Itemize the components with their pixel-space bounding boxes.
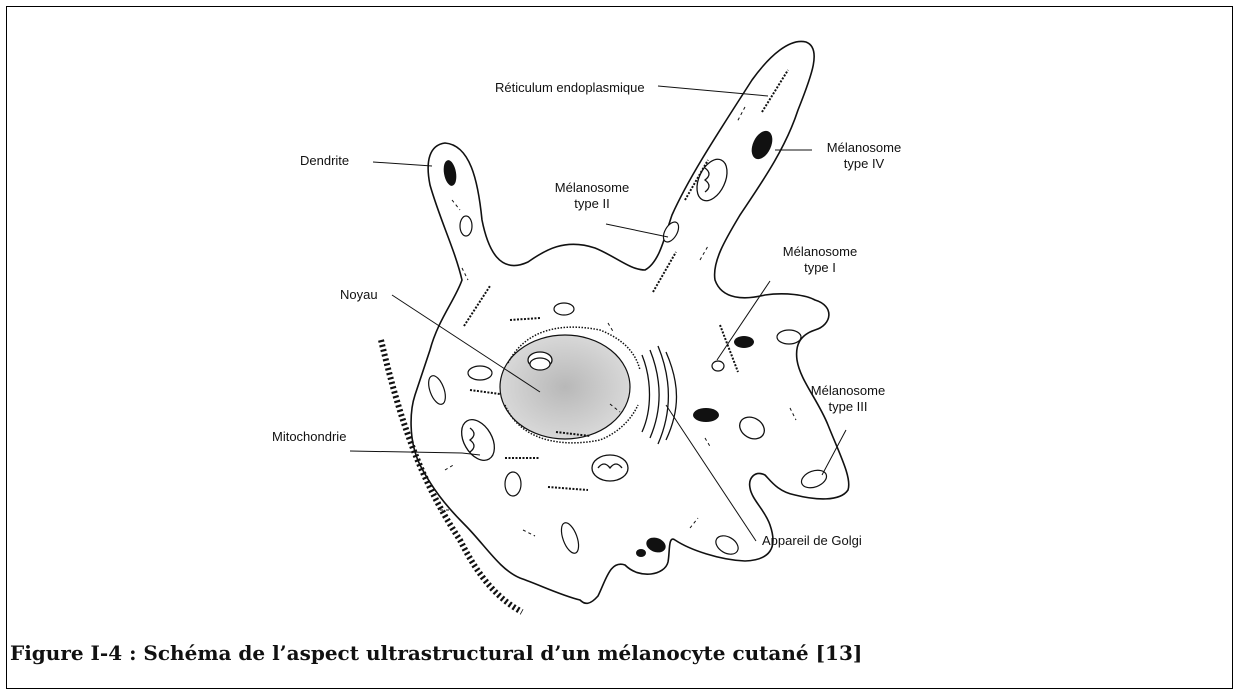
label-golgi: Appareil de Golgi — [762, 533, 862, 549]
label-melanosome-i: Mélanosome type I — [768, 244, 872, 276]
label-melanosome-iii-line2: type III — [796, 399, 900, 415]
label-melanosome-iv: Mélanosome type IV — [812, 140, 916, 172]
label-melanosome-iii-line1: Mélanosome — [796, 383, 900, 399]
label-melanosome-iv-line1: Mélanosome — [812, 140, 916, 156]
label-melanosome-ii: Mélanosome type II — [540, 180, 644, 212]
cell-membrane — [411, 41, 849, 603]
golgi-apparatus — [642, 346, 677, 444]
label-noyau: Noyau — [340, 287, 378, 303]
label-reticulum: Réticulum endoplasmique — [495, 80, 645, 96]
label-melanosome-iii: Mélanosome type III — [796, 383, 900, 415]
label-melanosome-ii-line2: type II — [540, 196, 644, 212]
figure-caption: Figure I-4 : Schéma de l’aspect ultrastr… — [10, 641, 862, 665]
label-melanosome-ii-line1: Mélanosome — [540, 180, 644, 196]
label-dendrite: Dendrite — [300, 153, 349, 169]
label-mitochondrie: Mitochondrie — [272, 429, 346, 445]
label-melanosome-iv-line2: type IV — [812, 156, 916, 172]
label-melanosome-i-line1: Mélanosome — [768, 244, 872, 260]
nucleus — [500, 335, 630, 439]
label-melanosome-i-line2: type I — [768, 260, 872, 276]
